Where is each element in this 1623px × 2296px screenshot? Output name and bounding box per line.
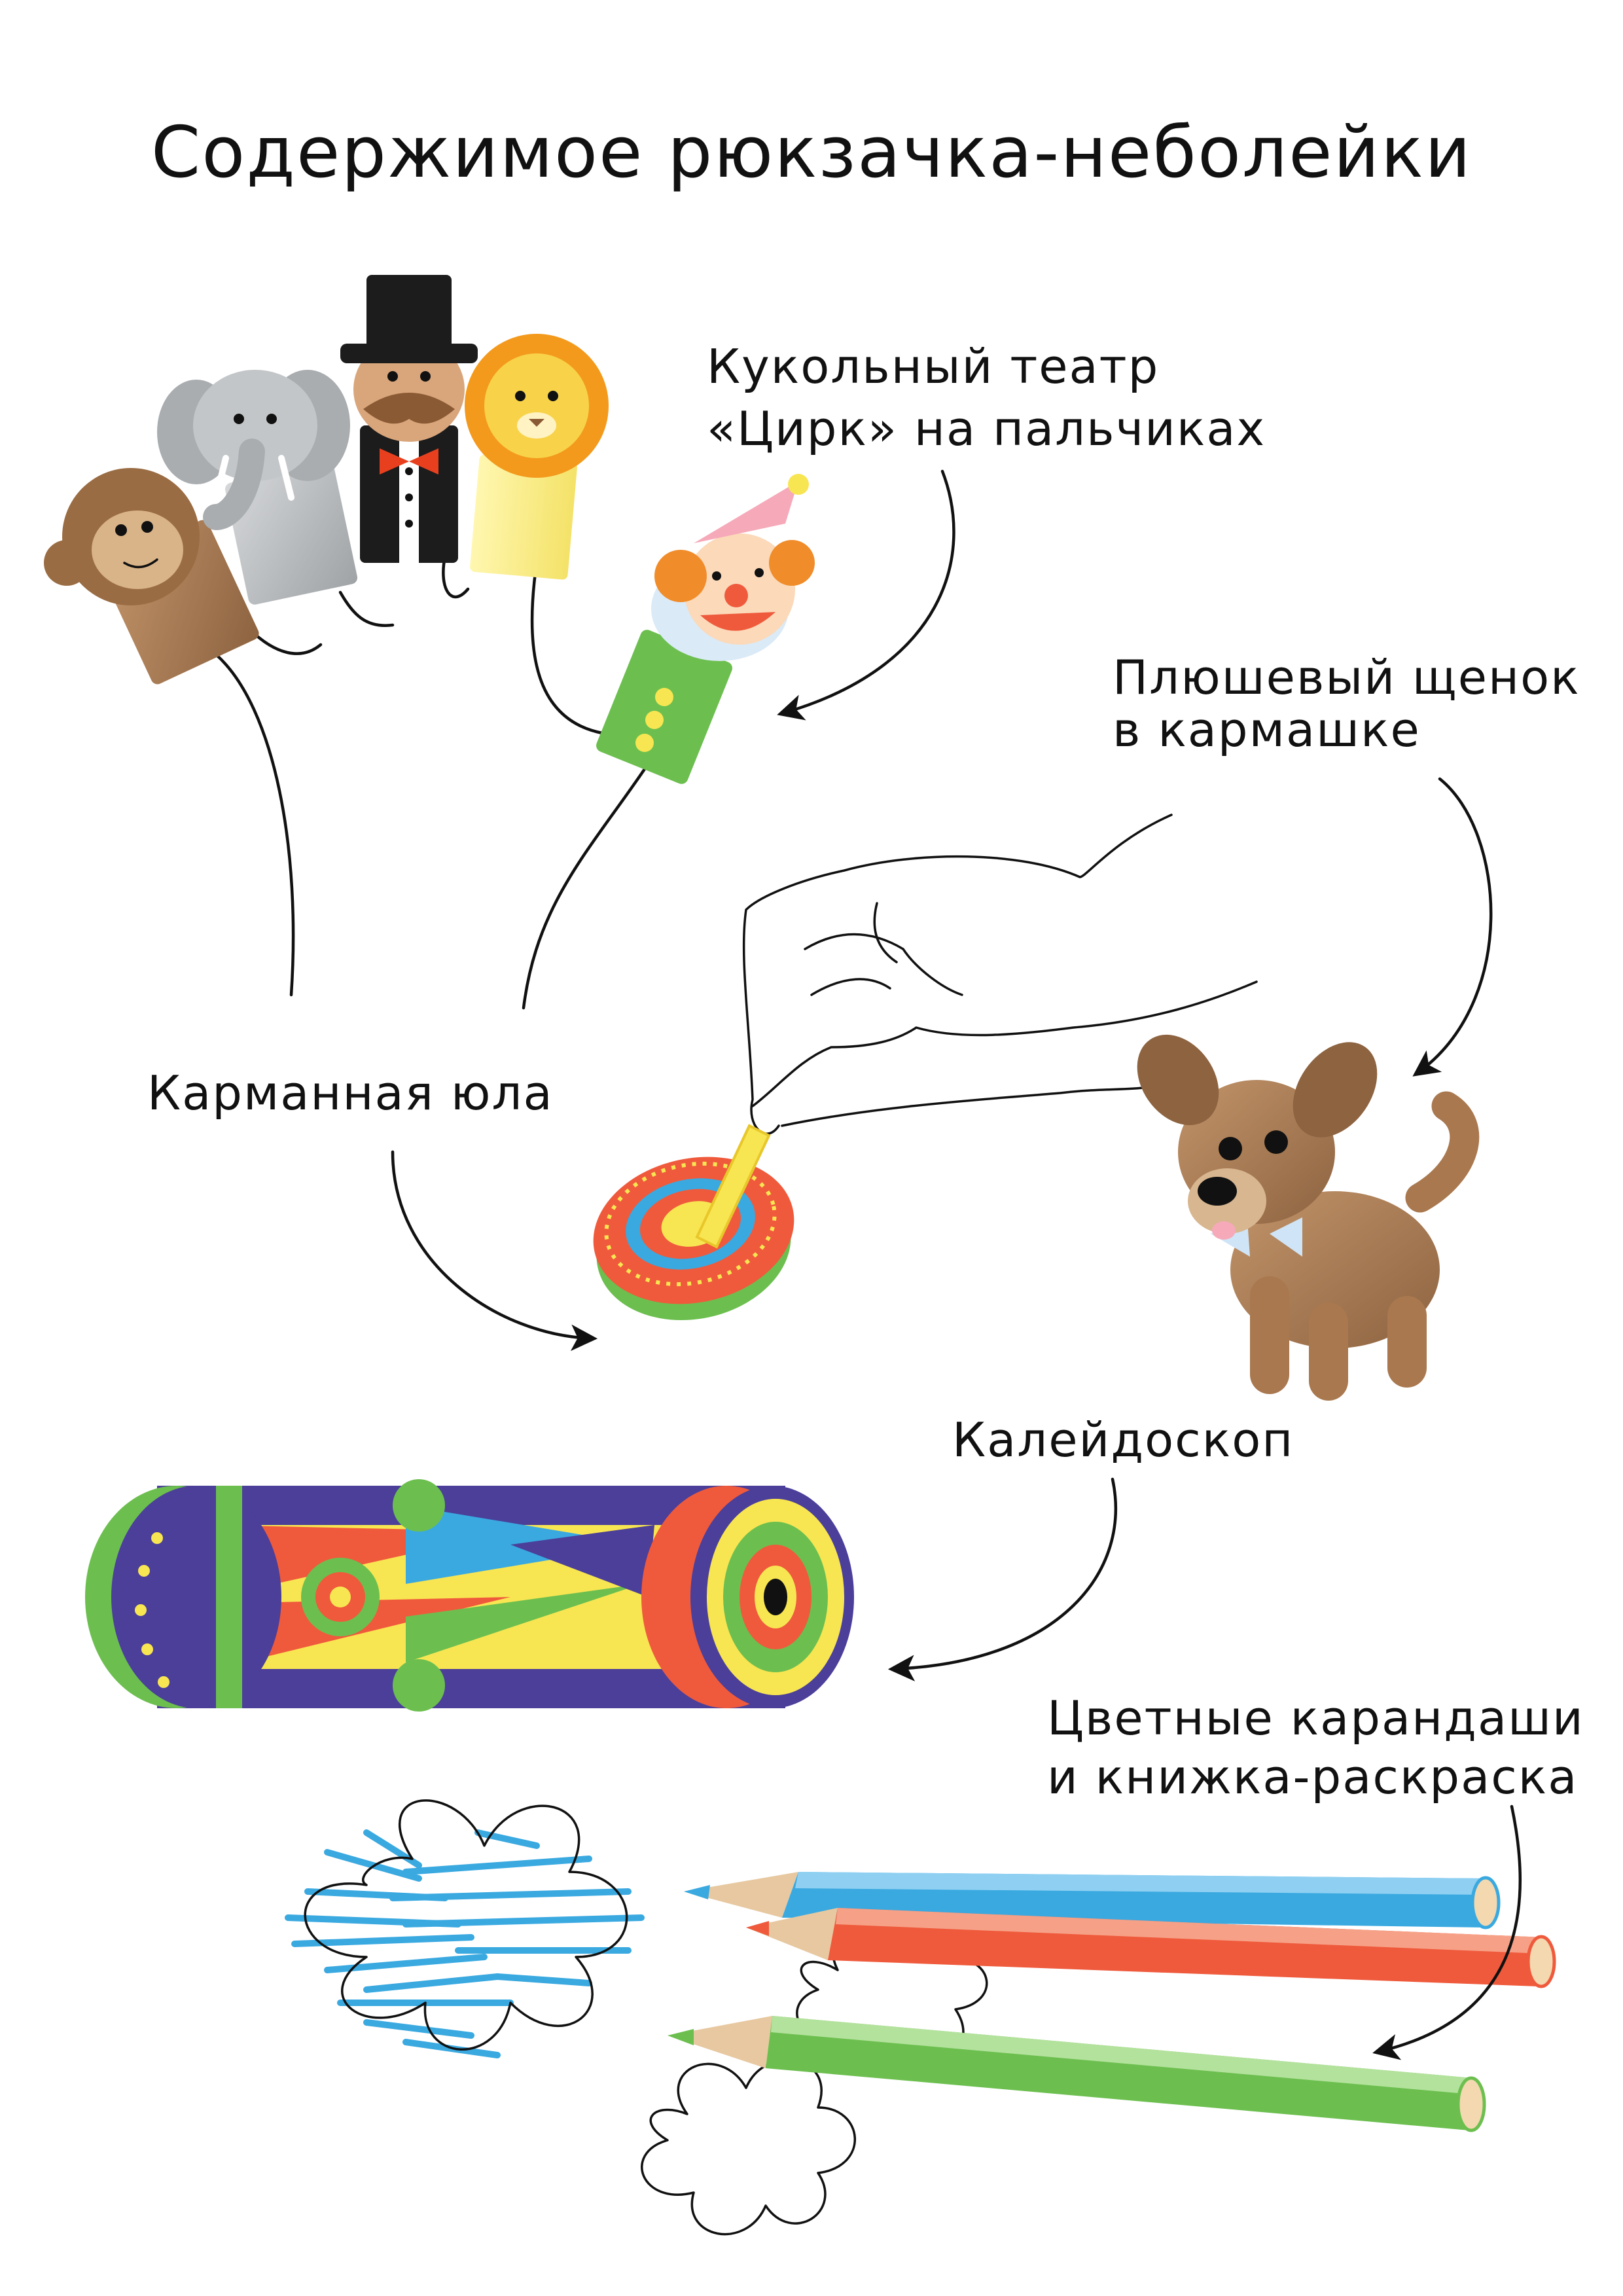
- flower-coloring-icon: [285, 1799, 988, 2236]
- top-arrow: [391, 1150, 598, 1352]
- kaleidoscope-icon: [85, 1479, 854, 1712]
- page-title: Содержимое рюкзачка-неболейки: [151, 112, 1472, 194]
- kaleidoscope-label: Калейдоскоп: [952, 1412, 1294, 1467]
- pencils-label-line1: Цветные карандаши: [1047, 1691, 1584, 1746]
- pencils-arrow: [1372, 1804, 1522, 2060]
- puppy-arrow: [1412, 777, 1493, 1077]
- pencils-label-line2: и книжка-раскраска: [1047, 1749, 1578, 1804]
- spinning-top-icon: [593, 1124, 794, 1321]
- puppets-label-line1: Кукольный театр: [707, 339, 1159, 394]
- top-label: Карманная юла: [147, 1066, 554, 1121]
- puppets-label-line2: «Цирк» на пальчиках: [707, 401, 1266, 456]
- finger-puppets: Кукольный театр «Цирк» на пальчиках: [44, 275, 1266, 1010]
- kaleidoscope-arrow: [887, 1477, 1117, 1681]
- puppy-label-line2: в кармашке: [1113, 702, 1421, 757]
- puppets-arrow: [777, 469, 955, 721]
- gentleman-puppet-icon: [340, 275, 478, 563]
- red-pencil-icon: [746, 1908, 1556, 1988]
- puppy-label-line1: Плюшевый щенок: [1113, 650, 1580, 705]
- green-pencil-icon: [668, 2016, 1486, 2132]
- elephant-puppet-icon: [157, 370, 358, 605]
- hand-icon: [742, 814, 1258, 1135]
- monkey-puppet-icon: [44, 468, 259, 685]
- lion-puppet-icon: [465, 334, 609, 580]
- puppy-icon: [1137, 1034, 1480, 1401]
- clown-puppet-icon: [596, 474, 815, 784]
